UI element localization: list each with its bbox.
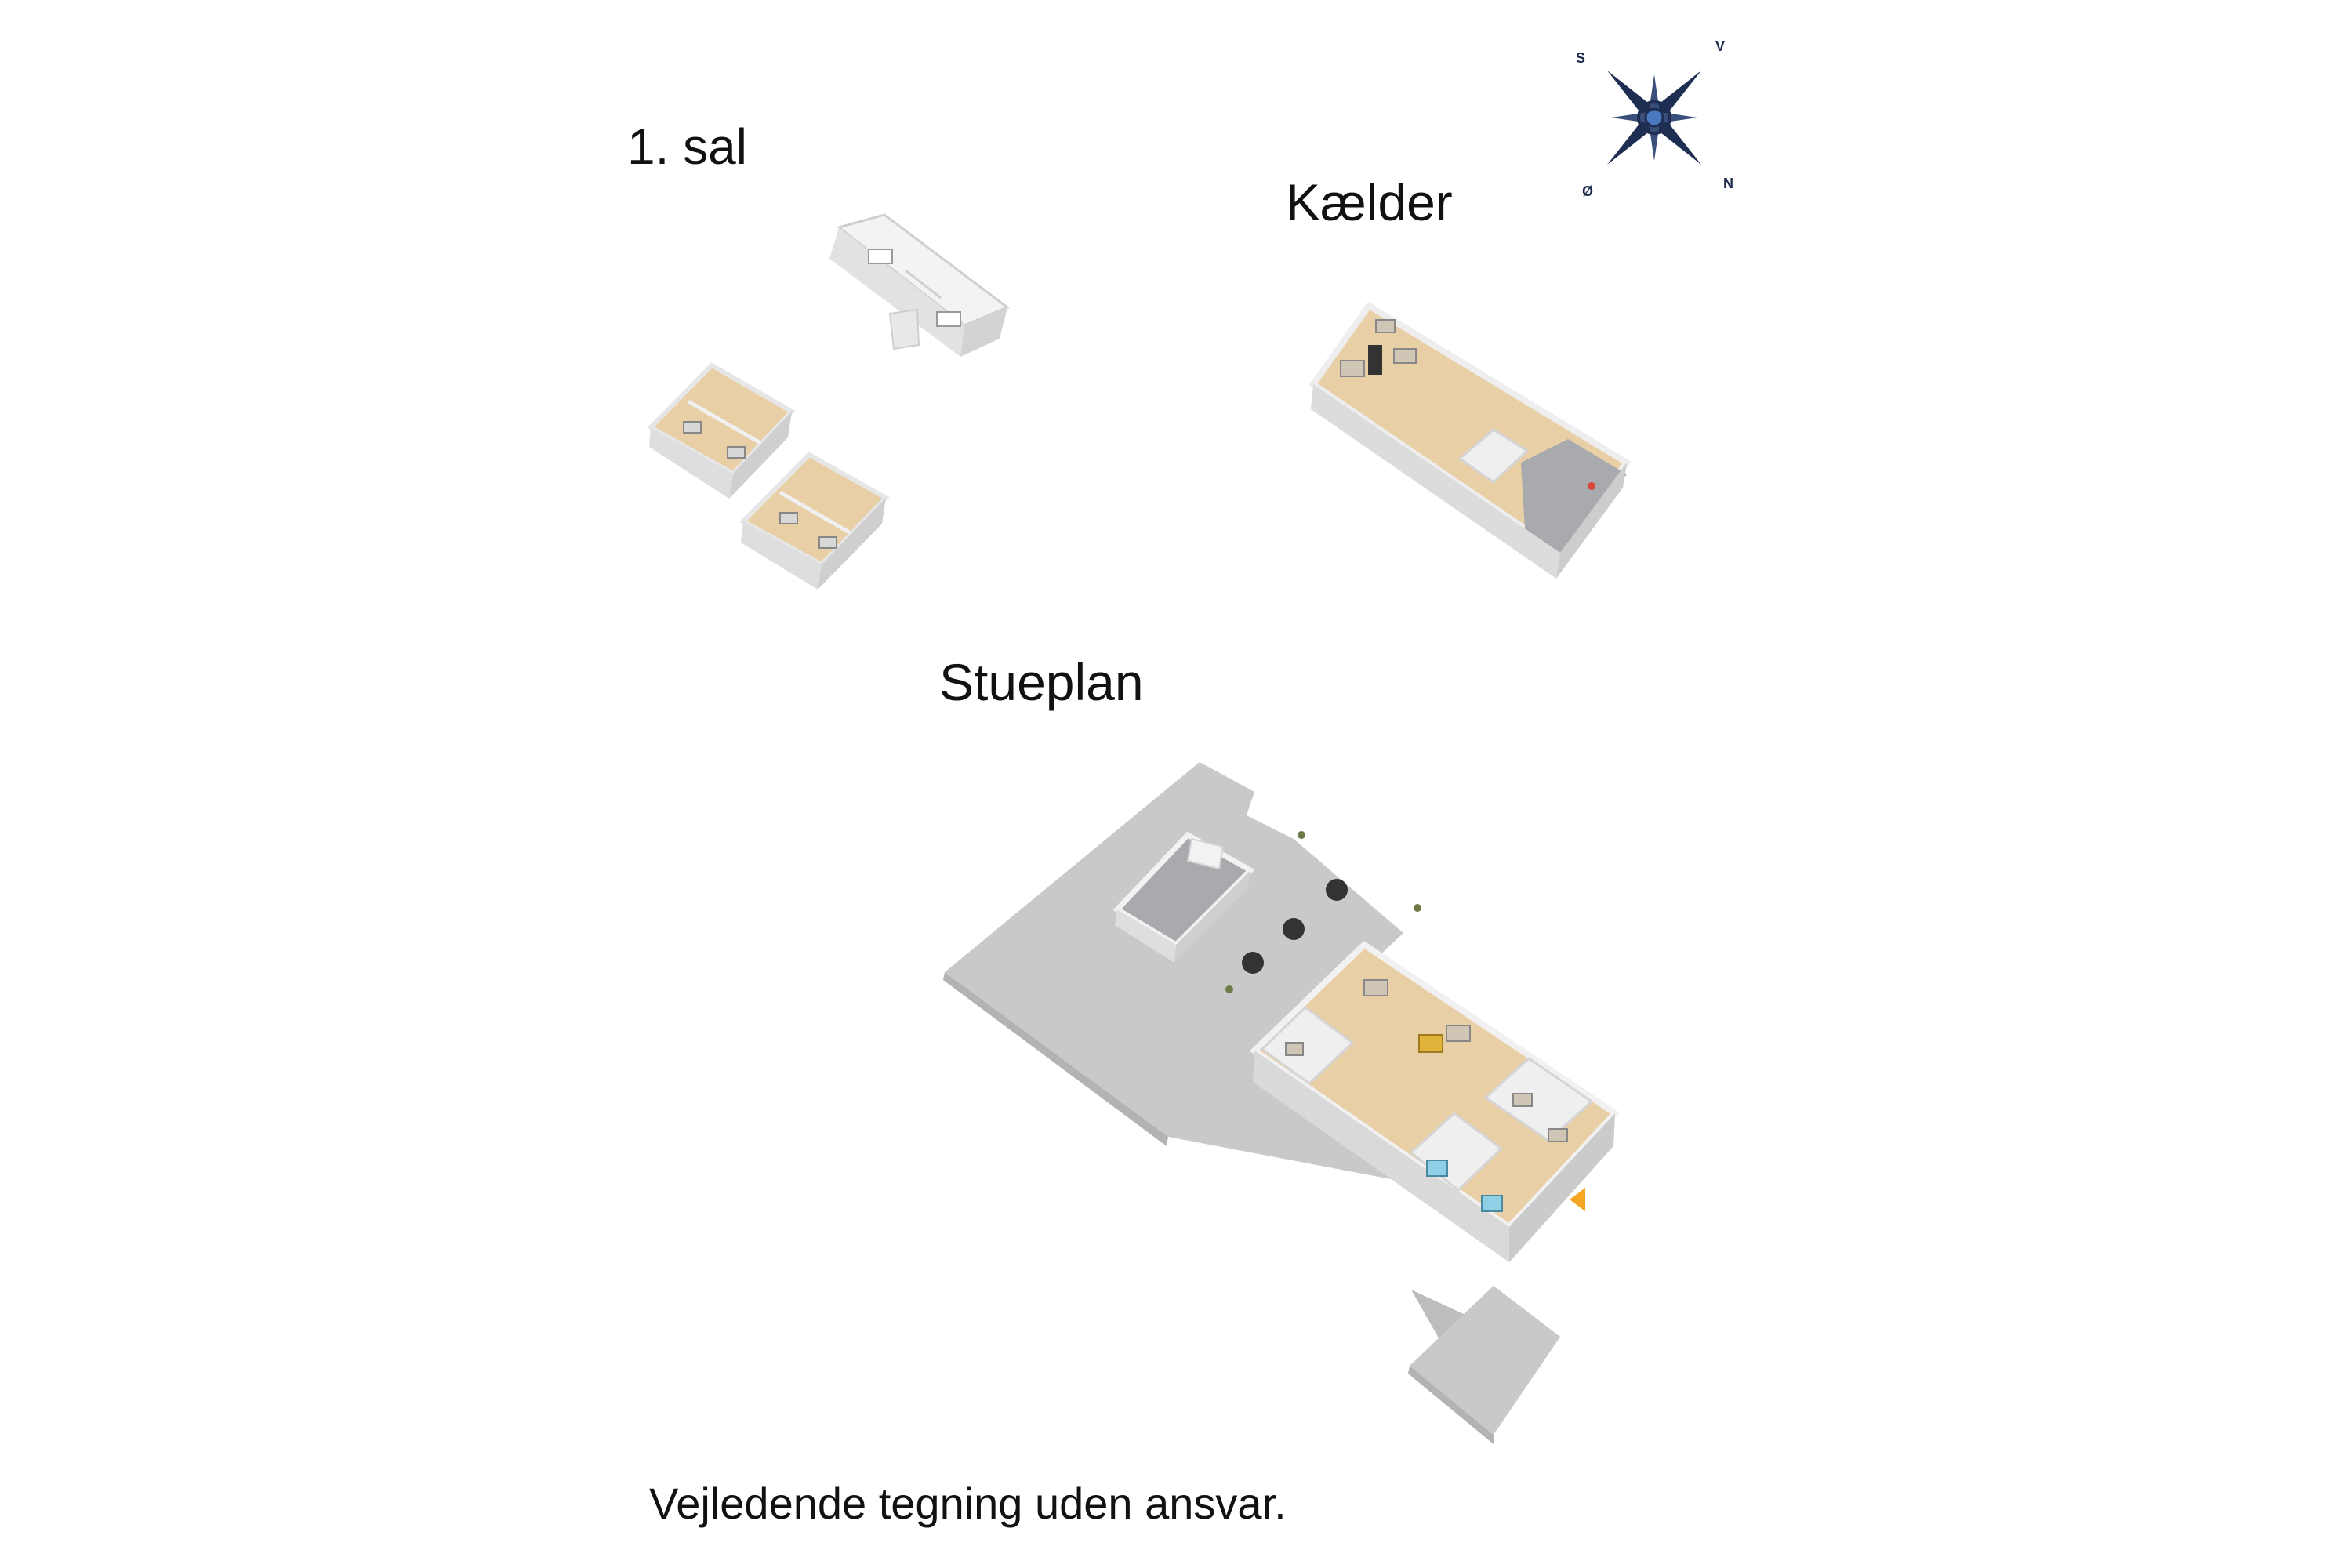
first-floor-right-unit xyxy=(739,452,890,590)
first-floor-left-unit xyxy=(647,362,796,499)
ground-floor-yard xyxy=(943,762,1560,1444)
disclaimer-text: Vejledende tegning uden ansvar. xyxy=(649,1479,1287,1528)
compass-east-letter: Ø xyxy=(1582,183,1593,199)
compass-north-letter: N xyxy=(1723,176,1733,191)
basement-label: Kælder xyxy=(1286,173,1453,231)
compass-south-letter: S xyxy=(1576,50,1585,66)
ground-floor-outbuilding xyxy=(1112,831,1255,963)
first-floor-upper-unit xyxy=(829,213,1010,357)
ground-floor-main-house xyxy=(1249,940,1621,1262)
first-floor-label: 1. sal xyxy=(627,118,747,175)
compass-rose: S V N Ø xyxy=(1576,38,1733,199)
compass-west-letter: V xyxy=(1715,38,1725,54)
entrance-marker-icon xyxy=(1570,1188,1585,1211)
ground-floor-label: Stueplan xyxy=(939,653,1144,711)
basement-plan xyxy=(1308,301,1632,579)
